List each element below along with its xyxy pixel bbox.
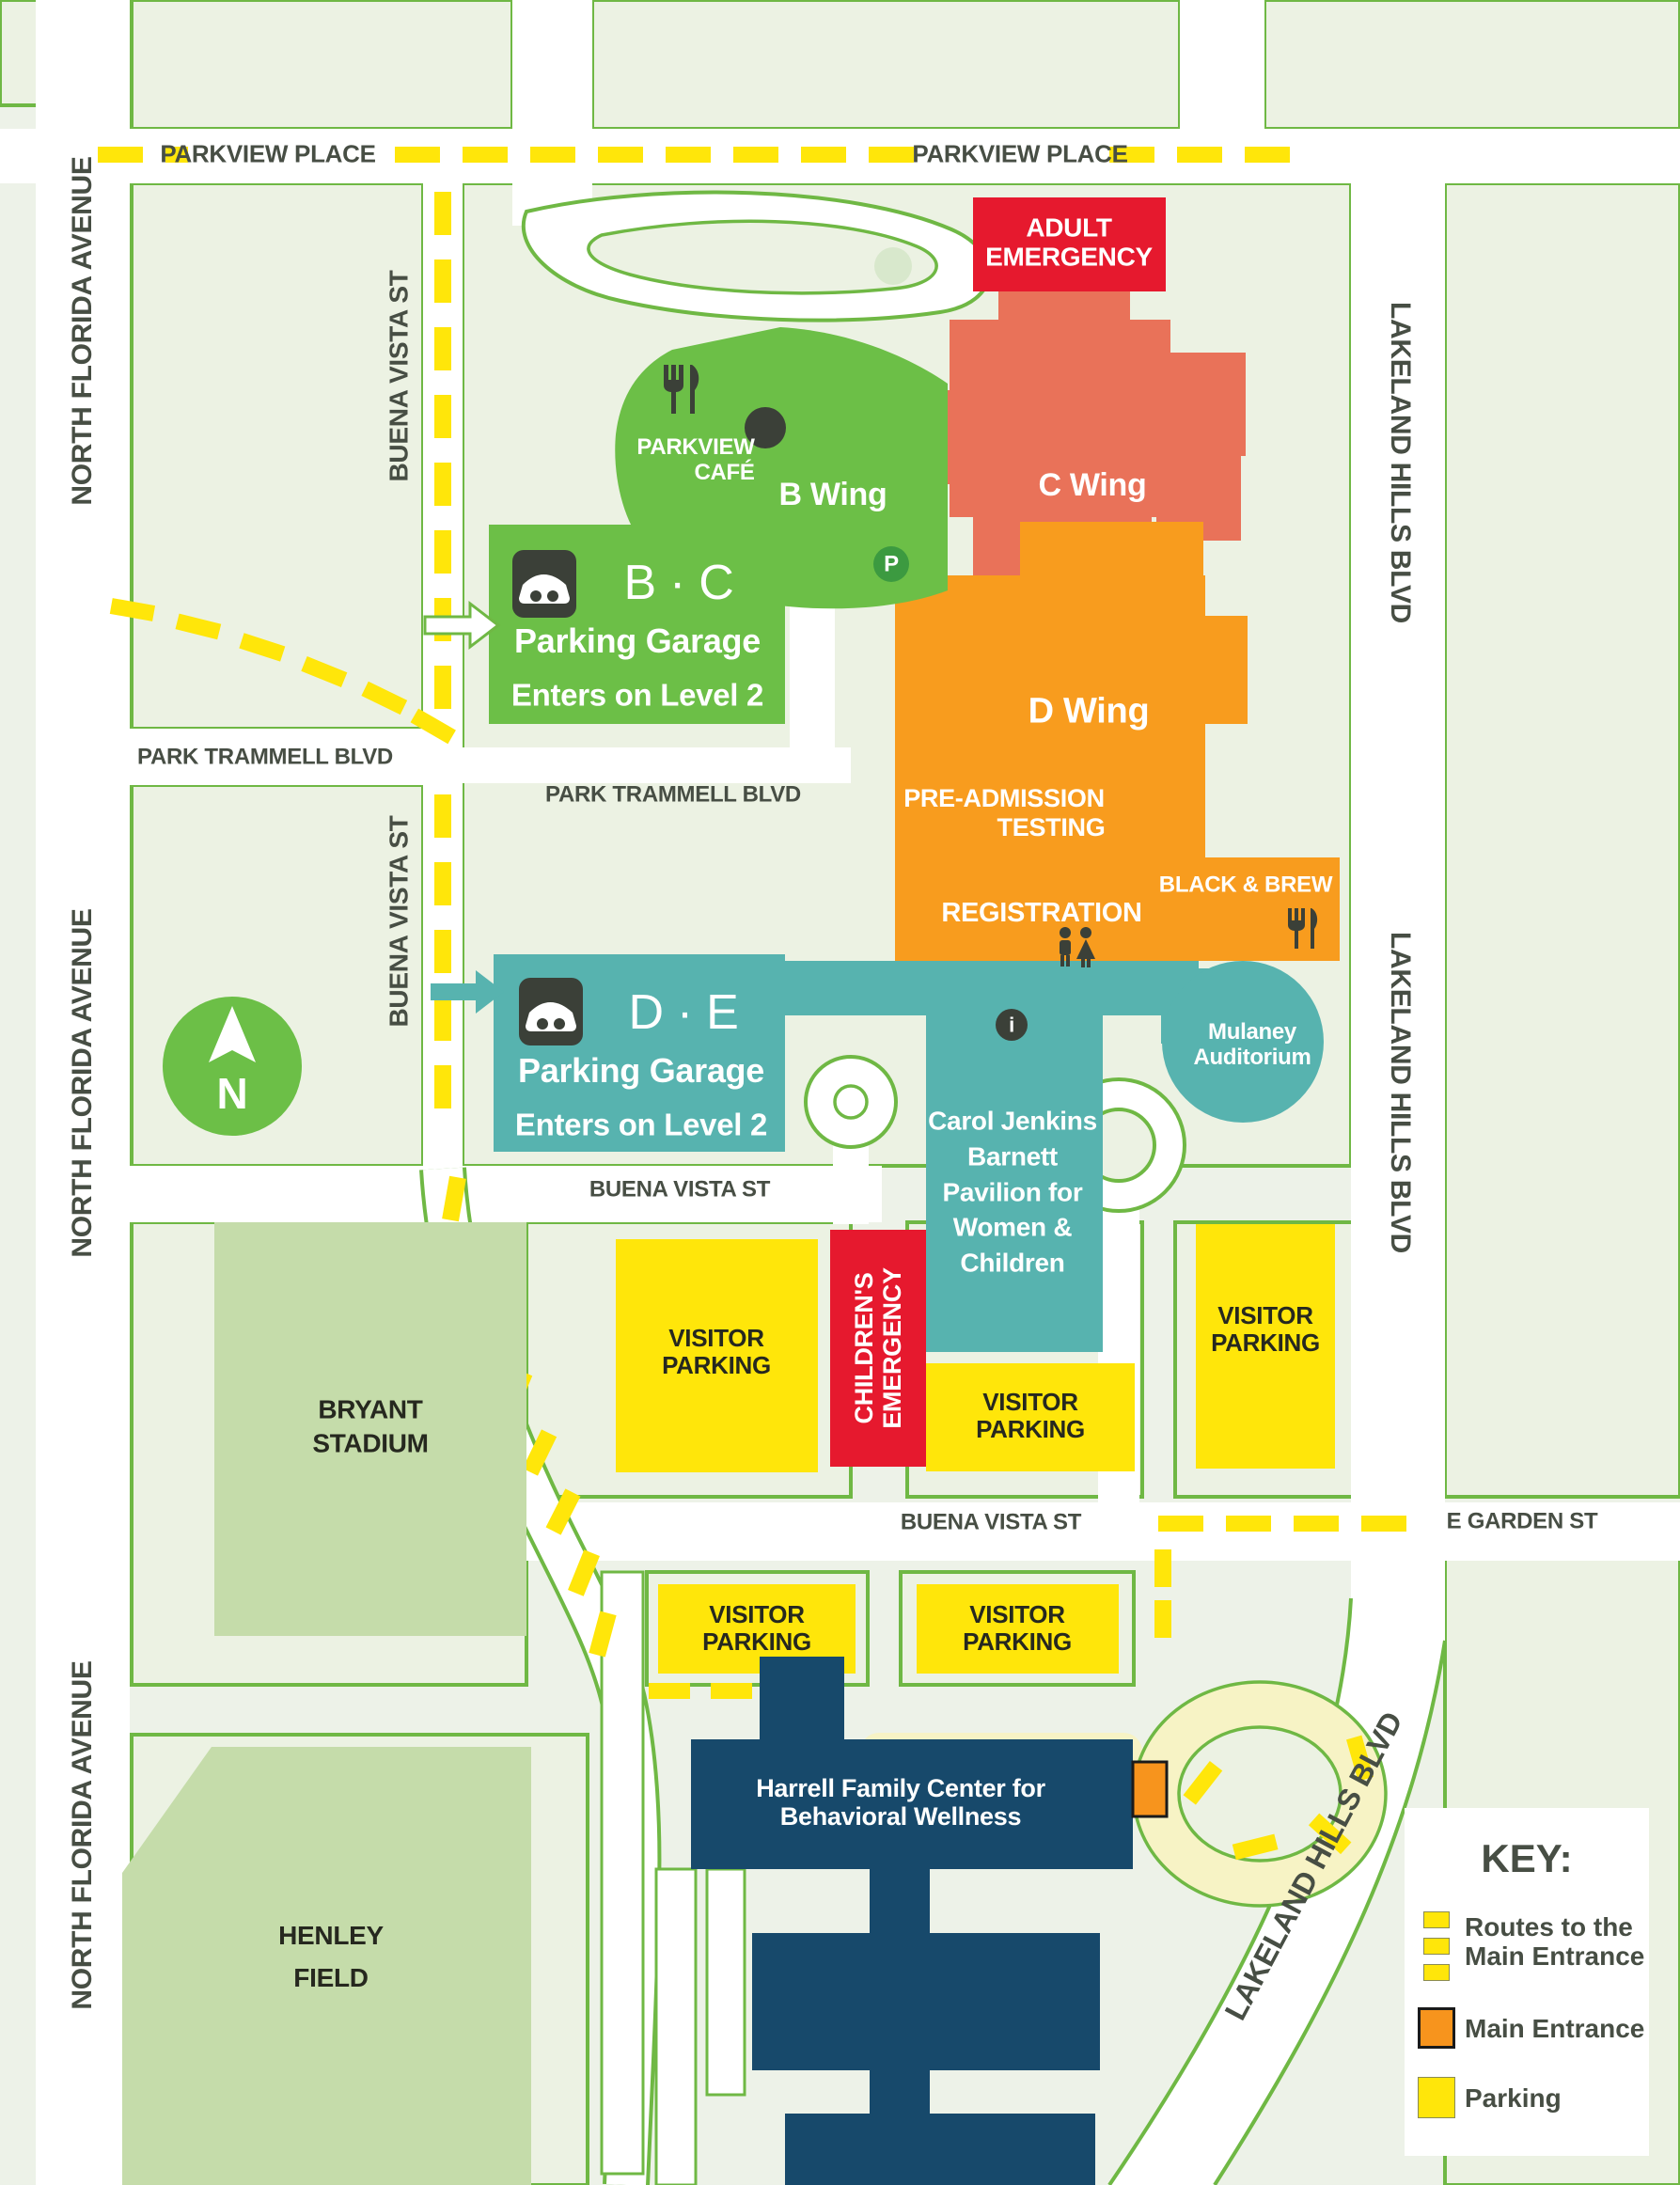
- road-e-garden: [1401, 1502, 1680, 1561]
- cafe-dot-marker: [745, 407, 786, 448]
- key-parking-label: Parking: [1465, 2083, 1562, 2113]
- key-title: KEY:: [1481, 1836, 1573, 1880]
- road-buena-vista-lower: [523, 1502, 1351, 1561]
- restroom-icon: [1060, 927, 1095, 967]
- street-label-buena-vista-h2: BUENA VISTA ST: [900, 1509, 1082, 1535]
- road-park-trammell-east: [463, 747, 851, 783]
- street-label-north-florida-1: NORTH FLORIDA AVENUE: [67, 156, 99, 506]
- p-marker-label: P: [884, 551, 899, 577]
- bc-garage-line1: Parking Garage: [514, 621, 761, 660]
- compass-north-label: N: [216, 1069, 248, 1119]
- harrell-drives: [600, 1570, 746, 2185]
- key-main-entrance-label: Main Entrance: [1465, 2014, 1645, 2043]
- road-park-trammell-west: [130, 729, 425, 785]
- black-brew-dining-icon: [1288, 908, 1318, 949]
- mulaney-auditorium-building: [1162, 961, 1324, 1123]
- info-icon: [996, 1009, 1028, 1041]
- car-icon-de: [519, 978, 583, 1045]
- cafe-dining-icon: [664, 365, 699, 414]
- compass-arrow-icon: [209, 1006, 256, 1062]
- harrell-center-building: [691, 1657, 1133, 2185]
- de-garage-entry-arrow: [431, 970, 504, 1014]
- bc-garage-name: B · C: [623, 555, 734, 610]
- street-label-north-florida-3: NORTH FLORIDA AVENUE: [67, 1660, 99, 2010]
- key-routes-label: Routes to the Main Entrance: [1465, 1912, 1645, 1971]
- street-label-north-florida-2: NORTH FLORIDA AVENUE: [67, 908, 99, 1258]
- visitor-parking-lots: [616, 1224, 1335, 1674]
- henley-field-area: [122, 1747, 531, 2185]
- road-lakeland-hills: [1351, 181, 1445, 1647]
- b-wing-label: B Wing: [778, 476, 887, 512]
- black-brew-label: BLACK & BREW: [1158, 872, 1333, 898]
- main-entrance-swatch: [1418, 2007, 1455, 2049]
- route-swatch-1: [1423, 1911, 1450, 1928]
- street-label-parkview-2: PARKVIEW PLACE: [912, 139, 1128, 168]
- d-wing-label: D Wing: [1028, 691, 1150, 731]
- street-label-lakeland-1: LAKELAND HILLS BLVD: [1384, 301, 1416, 624]
- de-garage-line2: Enters on Level 2: [514, 1107, 768, 1142]
- teal-buildings: [494, 954, 1324, 1352]
- street-label-parkview-1: PARKVIEW PLACE: [160, 139, 376, 168]
- pre-admission-line2: TESTING: [997, 812, 1106, 841]
- road-north-florida: [36, 0, 130, 2185]
- street-label-park-trammell-2: PARK TRAMMELL BLVD: [545, 781, 801, 808]
- adult-emergency-box: [973, 197, 1166, 291]
- bc-garage-line2: Enters on Level 2: [510, 677, 764, 713]
- registration-label: REGISTRATION: [941, 897, 1142, 928]
- street-label-lakeland-2: LAKELAND HILLS BLVD: [1384, 931, 1416, 1254]
- map-key: KEY: Routes to the Main Entrance Main En…: [1405, 1808, 1649, 2156]
- street-label-buena-vista-h1: BUENA VISTA ST: [589, 1176, 771, 1203]
- bryant-stadium-area: [214, 1222, 526, 1636]
- main-entrance-marker: [1131, 1760, 1169, 1818]
- info-marker-label: i: [1009, 1013, 1014, 1037]
- street-label-buena-vista-v2: BUENA VISTA ST: [384, 815, 414, 1028]
- d-wing-building: [895, 522, 1340, 961]
- street-label-park-trammell-1: PARK TRAMMELL BLVD: [137, 744, 393, 770]
- route-swatch-2: [1423, 1938, 1450, 1955]
- pavilion-building: [926, 1015, 1103, 1352]
- pre-admission-line1: PRE-ADMISSION: [903, 783, 1105, 812]
- c-wing-label: C Wing: [1038, 466, 1147, 503]
- street-label-buena-vista-v1: BUENA VISTA ST: [384, 270, 414, 482]
- street-label-e-garden: E GARDEN ST: [1446, 1508, 1598, 1534]
- de-garage-name: D · E: [628, 984, 739, 1040]
- bc-garage-entry-arrow: [423, 600, 501, 651]
- de-garage-line1: Parking Garage: [518, 1050, 764, 1090]
- road-buena-vista-upper: [130, 1166, 882, 1222]
- parking-swatch: [1418, 2077, 1455, 2118]
- route-swatch-3: [1423, 1964, 1450, 1981]
- car-icon-bc: [512, 550, 576, 618]
- p-marker-icon: [873, 546, 909, 582]
- childrens-emergency-box: [830, 1230, 926, 1467]
- compass: [163, 997, 302, 1136]
